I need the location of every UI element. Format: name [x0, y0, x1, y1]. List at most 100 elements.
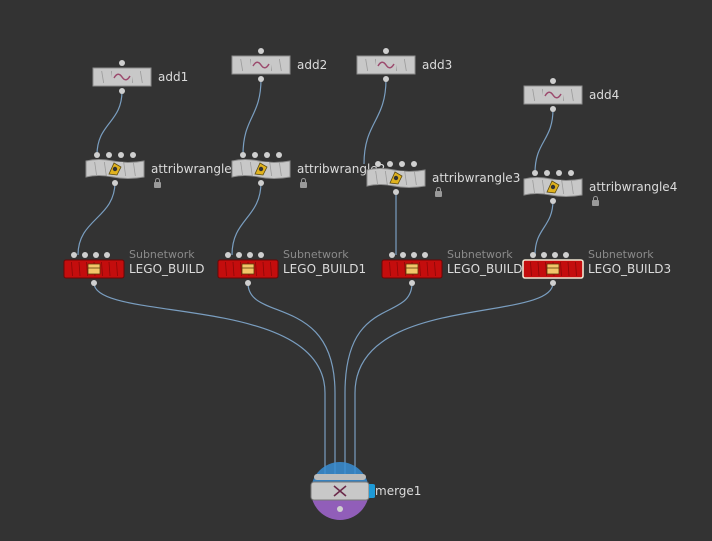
input-port[interactable] [399, 161, 405, 167]
input-port[interactable] [94, 152, 100, 158]
box-icon [546, 263, 560, 275]
wire-subnet-to-merge[interactable] [344, 282, 413, 479]
wire-subnet-to-merge[interactable] [93, 282, 326, 479]
wave-icon [376, 59, 396, 71]
input-port[interactable] [556, 170, 562, 176]
input-port[interactable] [568, 170, 574, 176]
input-port[interactable] [236, 252, 242, 258]
input-port[interactable] [411, 252, 417, 258]
output-port[interactable] [119, 88, 125, 94]
output-port[interactable] [258, 180, 264, 186]
output-port[interactable] [337, 506, 343, 512]
node-shape[interactable] [91, 66, 153, 88]
output-port[interactable] [112, 180, 118, 186]
lock-icon [592, 196, 599, 206]
node-shape[interactable] [522, 175, 584, 199]
node-type-label: Subnetwork [283, 248, 349, 261]
output-port[interactable] [245, 280, 251, 286]
input-port[interactable] [130, 152, 136, 158]
input-port[interactable] [119, 60, 125, 66]
vex-wrangle-icon [107, 162, 123, 176]
input-port[interactable] [71, 252, 77, 258]
node-name-label: LEGO_BUILD1 [283, 262, 367, 276]
output-port[interactable] [550, 280, 556, 286]
output-port[interactable] [258, 76, 264, 82]
input-port[interactable] [118, 152, 124, 158]
lock-icon [435, 187, 442, 197]
node-name-label: add1 [158, 70, 189, 84]
input-port[interactable] [544, 170, 550, 176]
node-shape[interactable] [379, 257, 445, 281]
input-port[interactable] [106, 152, 112, 158]
wave-icon [251, 59, 271, 71]
input-port[interactable] [400, 252, 406, 258]
wave-icon [112, 71, 132, 83]
wire-wrangle-to-subnet[interactable] [534, 199, 554, 256]
display-flag-tab[interactable] [369, 484, 375, 498]
input-port[interactable] [552, 252, 558, 258]
output-port[interactable] [383, 76, 389, 82]
box-icon [405, 263, 419, 275]
input-port[interactable] [375, 161, 381, 167]
node-shape[interactable] [522, 84, 584, 106]
box-icon [241, 263, 255, 275]
input-port[interactable] [258, 48, 264, 54]
node-shape[interactable] [61, 257, 127, 281]
node-shape[interactable] [305, 458, 375, 528]
input-port[interactable] [225, 252, 231, 258]
input-port[interactable] [240, 152, 246, 158]
node-name-label: attribwrangle1 [151, 162, 240, 176]
node-shape[interactable] [355, 54, 417, 76]
input-port[interactable] [104, 252, 110, 258]
input-port[interactable] [383, 48, 389, 54]
wire-subnet-to-merge[interactable] [247, 282, 336, 479]
node-name-label: add2 [297, 58, 328, 72]
node-shape[interactable] [365, 166, 427, 190]
output-port[interactable] [550, 106, 556, 112]
node-type-label: Subnetwork [447, 248, 513, 261]
wire-add-to-wrangle[interactable] [363, 78, 387, 165]
input-port[interactable] [252, 152, 258, 158]
wire-add-to-wrangle[interactable] [534, 108, 554, 174]
node-shape[interactable] [84, 157, 146, 181]
input-port[interactable] [82, 252, 88, 258]
input-port[interactable] [389, 252, 395, 258]
input-port[interactable] [258, 252, 264, 258]
node-shape[interactable] [215, 257, 281, 281]
vex-wrangle-icon [545, 180, 561, 194]
node-name-label: attribwrangle2 [297, 162, 386, 176]
node-name-label: LEGO_BUILD3 [588, 262, 672, 276]
output-port[interactable] [91, 280, 97, 286]
wire-add-to-wrangle[interactable] [242, 78, 262, 156]
input-port[interactable] [550, 78, 556, 84]
node-shape[interactable] [520, 257, 586, 281]
input-port[interactable] [247, 252, 253, 258]
wire-subnet-to-merge[interactable] [354, 282, 554, 479]
node-shape[interactable] [230, 54, 292, 76]
input-port[interactable] [422, 252, 428, 258]
input-port[interactable] [530, 252, 536, 258]
input-port[interactable] [93, 252, 99, 258]
merge-icon [333, 485, 347, 497]
input-port[interactable] [276, 152, 282, 158]
node-name-label: add4 [589, 88, 620, 102]
input-port[interactable] [563, 252, 569, 258]
wire-wrangle-to-subnet[interactable] [231, 181, 262, 256]
output-port[interactable] [409, 280, 415, 286]
input-port[interactable] [387, 161, 393, 167]
wave-icon [543, 89, 563, 101]
node-shape[interactable] [230, 157, 292, 181]
input-port[interactable] [411, 161, 417, 167]
input-port[interactable] [541, 252, 547, 258]
output-port[interactable] [393, 189, 399, 195]
output-port[interactable] [550, 198, 556, 204]
vex-wrangle-icon [388, 171, 404, 185]
node-type-label: Subnetwork [129, 248, 195, 261]
box-icon [87, 263, 101, 275]
wire-add-to-wrangle[interactable] [96, 90, 123, 156]
wire-wrangle-to-subnet[interactable] [77, 181, 116, 256]
input-port[interactable] [264, 152, 270, 158]
input-port[interactable] [532, 170, 538, 176]
